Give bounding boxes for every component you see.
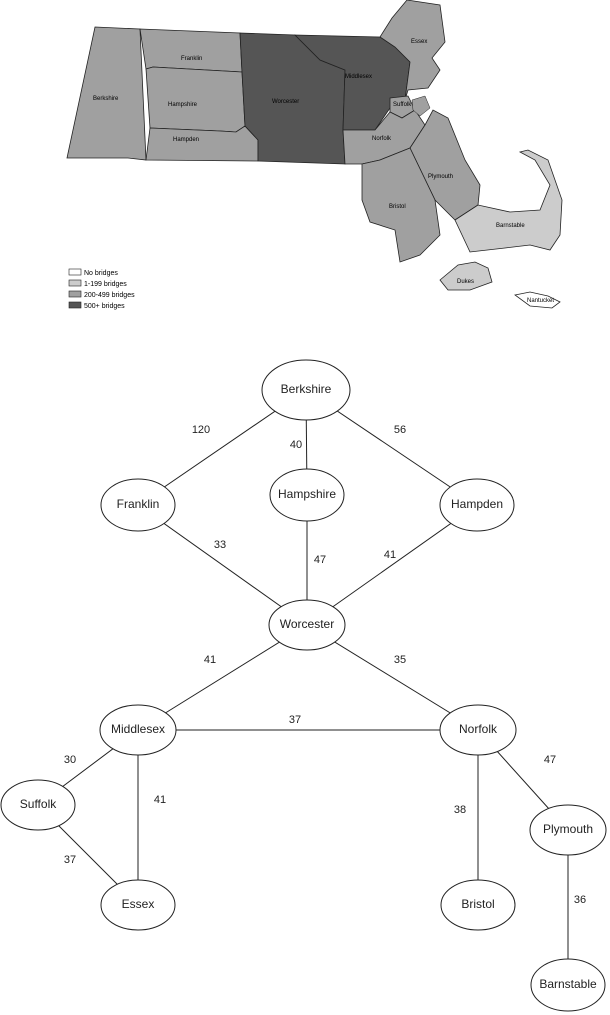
legend-swatch-500-plus <box>68 301 82 309</box>
county-berkshire <box>66 26 147 161</box>
county-label-berkshire: Berkshire <box>93 96 119 102</box>
node-shape-hampshire <box>269 468 345 522</box>
node-plymouth: Plymouth <box>529 804 607 856</box>
county-label-franklin: Franklin <box>181 56 202 62</box>
node-label-berkshire: Berkshire <box>281 382 332 396</box>
edge-weight-worcester-norfolk: 35 <box>394 654 406 666</box>
edge-weight-worcester-middlesex: 41 <box>204 654 216 666</box>
county-nantucket <box>514 291 561 309</box>
county-label-nantucket: Nantucket <box>527 298 554 304</box>
graph-edges: 120 40 56 33 47 41 41 35 37 30 41 37 38 47 36 <box>37 389 586 985</box>
node-shape-berkshire <box>261 359 351 421</box>
edge-weight-berkshire-franklin: 120 <box>192 424 210 436</box>
county-dukes <box>439 261 493 291</box>
map-legend: No bridges 1-199 bridges 200-499 bridges… <box>68 268 135 310</box>
county-label-suffolk: Suffolk <box>393 102 412 108</box>
legend-label-200-499: 200-499 bridges <box>84 292 135 299</box>
county-label-hampden: Hampden <box>173 137 199 143</box>
node-label-middlesex: Middlesex <box>111 722 165 736</box>
edge-franklin-worcester <box>137 504 308 626</box>
node-label-barnstable: Barnstable <box>539 977 597 991</box>
node-shape-suffolk <box>0 779 76 831</box>
county-barnstable <box>454 149 563 253</box>
county-bristol <box>361 147 441 263</box>
edge-hampden-worcester <box>306 504 478 626</box>
node-hampshire: Hampshire <box>269 468 345 522</box>
legend-swatch-200-499 <box>68 290 82 298</box>
legend-label-1-199: 1-199 bridges <box>84 281 127 288</box>
node-barnstable: Barnstable <box>530 958 606 1012</box>
county-adjacency-graph: 120 40 56 33 47 41 41 35 37 30 41 37 38 47 36 Berkshir… <box>0 359 607 1012</box>
edge-weight-hampshire-worcester: 47 <box>314 554 326 566</box>
node-label-plymouth: Plymouth <box>543 822 593 836</box>
node-franklin: Franklin <box>100 478 176 532</box>
edge-weight-norfolk-bristol: 38 <box>454 804 466 816</box>
county-label-dukes: Dukes <box>457 279 474 285</box>
node-label-worcester: Worcester <box>280 617 334 631</box>
node-label-suffolk: Suffolk <box>20 797 57 811</box>
edge-weight-middlesex-essex: 41 <box>154 794 166 806</box>
county-label-barnstable: Barnstable <box>496 223 525 229</box>
edge-weight-berkshire-hampshire: 40 <box>290 439 302 451</box>
legend-label-500-plus: 500+ bridges <box>84 303 125 310</box>
edge-weight-suffolk-essex: 37 <box>64 854 76 866</box>
edge-weight-middlesex-norfolk: 37 <box>289 714 301 726</box>
edge-weight-norfolk-plymouth: 47 <box>544 754 556 766</box>
legend-label-no-bridges: No bridges <box>84 270 118 277</box>
county-label-middlesex: Middlesex <box>345 74 372 80</box>
county-essex <box>379 0 446 101</box>
node-shape-essex <box>100 879 176 931</box>
node-worcester: Worcester <box>268 599 346 651</box>
node-middlesex: Middlesex <box>99 704 177 756</box>
legend-swatch-no-bridges <box>68 268 82 276</box>
county-label-worcester: Worcester <box>272 99 299 105</box>
node-suffolk: Suffolk <box>0 779 76 831</box>
node-label-franklin: Franklin <box>117 497 160 511</box>
node-shape-barnstable <box>530 958 606 1012</box>
county-bridge-map: Berkshire Franklin Hampshire Hampden Wor… <box>66 0 563 310</box>
county-label-norfolk: Norfolk <box>372 136 392 142</box>
county-label-hampshire: Hampshire <box>168 102 198 108</box>
county-hampshire <box>145 66 246 133</box>
node-label-norfolk: Norfolk <box>459 722 498 736</box>
node-shape-plymouth <box>529 804 607 856</box>
node-shape-hampden <box>439 478 515 532</box>
edge-weight-franklin-worcester: 33 <box>214 539 226 551</box>
edge-worcester-middlesex <box>137 624 308 731</box>
county-label-essex: Essex <box>411 39 427 45</box>
county-label-bristol: Bristol <box>389 204 406 210</box>
edge-weight-middlesex-suffolk: 30 <box>64 754 76 766</box>
node-hampden: Hampden <box>439 478 515 532</box>
node-label-hampshire: Hampshire <box>278 487 336 501</box>
edge-weight-plymouth-barnstable: 36 <box>574 894 586 906</box>
node-shape-franklin <box>100 478 176 532</box>
node-norfolk: Norfolk <box>439 704 517 756</box>
node-shape-bristol <box>440 879 516 931</box>
node-shape-worcester <box>268 599 346 651</box>
legend-swatch-1-199 <box>68 279 82 287</box>
county-franklin <box>139 28 243 73</box>
edge-worcester-norfolk <box>306 624 479 731</box>
node-label-bristol: Bristol <box>461 897 494 911</box>
node-label-essex: Essex <box>122 897 155 911</box>
node-label-hampden: Hampden <box>451 497 503 511</box>
edge-weight-berkshire-hampden: 56 <box>394 424 406 436</box>
node-essex: Essex <box>100 879 176 931</box>
node-berkshire: Berkshire <box>261 359 351 421</box>
county-boston-harbor <box>411 95 431 117</box>
node-shape-norfolk <box>439 704 517 756</box>
node-bristol: Bristol <box>440 879 516 931</box>
county-hampden <box>145 125 259 162</box>
edge-weight-hampden-worcester: 41 <box>384 549 396 561</box>
node-shape-middlesex <box>99 704 177 756</box>
county-label-plymouth: Plymouth <box>428 174 453 180</box>
